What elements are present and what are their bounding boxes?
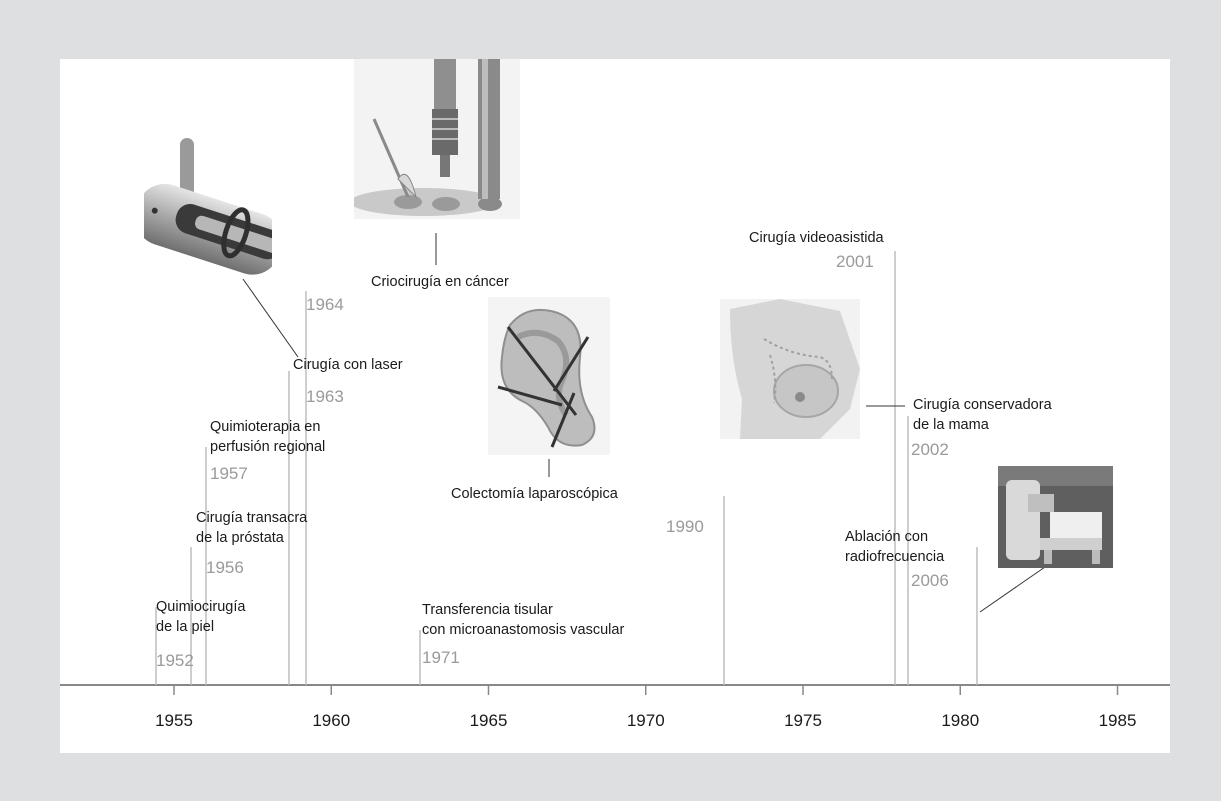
connector-laser (242, 278, 299, 358)
event-label-line: Quimioterapia en (210, 419, 321, 435)
event-label-line: de la mama (913, 417, 989, 433)
event-label-transacra: Cirugía transacra de la próstata (196, 508, 307, 548)
radiotherapy-machine-photo (998, 466, 1113, 568)
event-year-perfusion: 1957 (210, 464, 248, 483)
axis-tick-label: 1965 (470, 711, 508, 730)
timeline-panel: 1955196019651970197519801985199019952000… (60, 59, 1170, 753)
event-label-line: Cirugía con laser (293, 357, 403, 373)
axis-tick-label: 1975 (784, 711, 822, 730)
event-year-conservadora: 2002 (911, 440, 949, 459)
event-label-line: Transferencia tisular (422, 602, 553, 618)
event-label-line: Criocirugía en cáncer (371, 274, 509, 290)
event-year-ablacion: 2006 (911, 571, 949, 590)
event-label-line: de la piel (156, 619, 215, 635)
timeline-chart: 1955196019651970197519801985199019952000… (60, 233, 1170, 730)
event-label-line: de la próstata (196, 530, 284, 546)
event-label-line: radiofrecuencia (845, 549, 945, 565)
laparoscopic-colon-illustration (488, 297, 610, 455)
event-label-crio: Criocirugía en cáncer (371, 272, 509, 292)
axis-tick-label: 1970 (627, 711, 665, 730)
event-year-videoasistida: 2001 (836, 252, 874, 271)
event-label-transferencia: Transferencia tisular con microanastomos… (422, 600, 624, 640)
axis-tick-label: 1955 (155, 711, 193, 730)
event-label-laser: Cirugía con laser (293, 355, 403, 375)
laser-probe-illustration (135, 78, 283, 300)
axis-tick-label: 1960 (312, 711, 350, 730)
event-label-conservadora: Cirugía conservadora de la mama (913, 395, 1052, 435)
event-label-line: con microanastomosis vascular (422, 622, 625, 638)
event-label-quimiocirugia: Quimiocirugía de la piel (156, 597, 245, 637)
event-label-line: Ablación con (845, 529, 929, 545)
event-label-line: Cirugía videoasistida (749, 230, 884, 246)
event-label-ablacion: Ablación con radiofrecuencia (845, 527, 944, 567)
event-year-crio: 1964 (306, 295, 344, 314)
event-label-videoasistida: Cirugía videoasistida (749, 228, 884, 248)
event-label-line: Quimiocirugía (156, 599, 246, 615)
axis-tick-label: 1980 (941, 711, 979, 730)
event-label-line: perfusión regional (210, 439, 326, 455)
event-label-line: Colectomía laparoscópica (451, 486, 618, 502)
event-year-transacra: 1956 (206, 558, 244, 577)
axis-tick-label: 1985 (1099, 711, 1137, 730)
event-year-transferencia: 1971 (422, 648, 460, 667)
event-year-quimiocirugia: 1952 (156, 651, 194, 670)
event-year-colectomia: 1990 (666, 517, 704, 536)
event-label-line: Cirugía transacra (196, 510, 308, 526)
event-label-line: Cirugía conservadora (913, 397, 1052, 413)
event-year-laser: 1963 (306, 387, 344, 406)
connector-ablacion (979, 566, 1046, 613)
event-label-perfusion: Quimioterapia en perfusión regional (210, 417, 325, 457)
cryoprobe-illustration (350, 59, 520, 219)
event-label-colectomia: Colectomía laparoscópica (451, 484, 618, 504)
breast-illustration (720, 299, 860, 439)
